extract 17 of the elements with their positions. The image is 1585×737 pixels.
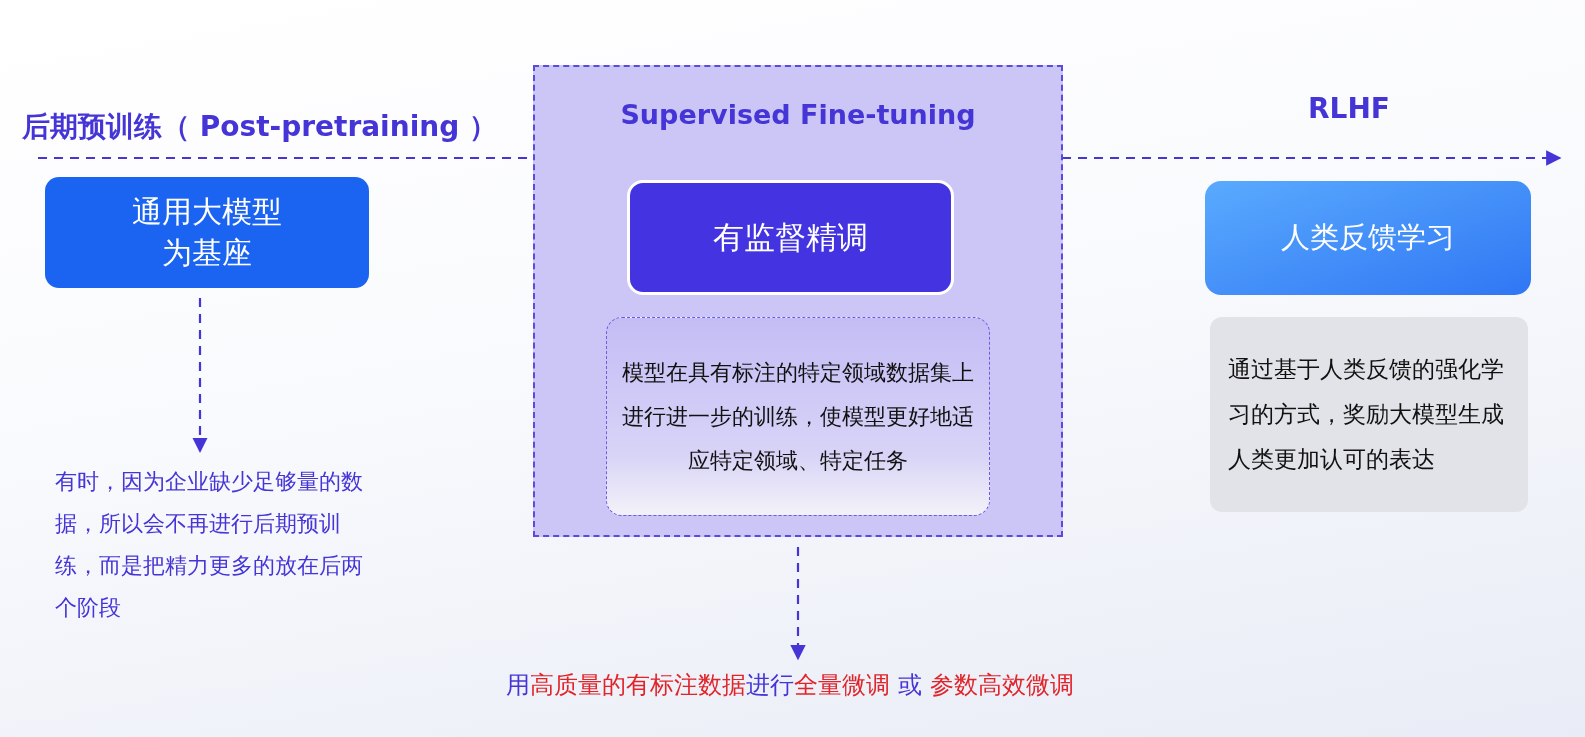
method-text: 用高质量的有标注数据进行全量微调 或 参数高效微调 bbox=[506, 669, 1074, 701]
box-text: 通用大模型为基座 bbox=[131, 193, 283, 272]
box-text: 有监督精调 bbox=[713, 217, 868, 257]
process-box bbox=[627, 180, 954, 295]
box-text: 通过基于人类反馈的强化学习的方式，奖励大模型生成人类更加认可的表达 bbox=[1228, 355, 1505, 474]
stage-label: RLHF bbox=[1308, 92, 1390, 125]
description-box bbox=[606, 317, 990, 516]
process-box bbox=[1205, 181, 1531, 295]
panel-heading: Supervised Fine-tuning bbox=[620, 98, 976, 132]
model-box bbox=[45, 177, 369, 288]
box-text: 人类反馈学习 bbox=[1281, 219, 1455, 257]
arrow bbox=[790, 547, 806, 661]
arrow bbox=[192, 298, 208, 453]
stage-label: 后期预训练（ Post-pretraining ） bbox=[22, 109, 497, 145]
note-text: 有时，因为企业缺少足够量的数据，所以会不再进行后期预训练，而是把精力更多的放在后两个阶段 bbox=[55, 468, 364, 622]
box-text: 模型在具有标注的特定领域数据集上进行进一步的训练，使模型更好地适应特定领域、特定任务 bbox=[621, 358, 975, 475]
stage-panel bbox=[533, 65, 1063, 537]
